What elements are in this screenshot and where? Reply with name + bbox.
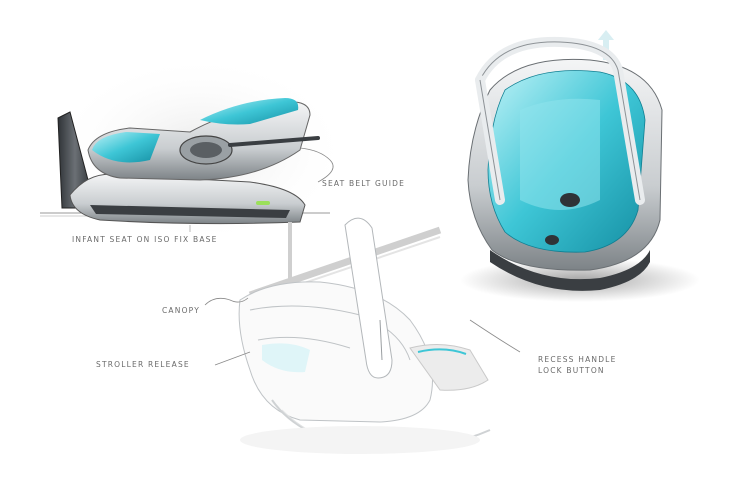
- car-seat-perspective-view: [460, 30, 700, 302]
- label-infant-seat-base: Infant seat on iso fix base: [72, 235, 218, 244]
- leader-lines: [204, 297, 521, 366]
- label-stroller-release: Stroller release: [96, 360, 190, 369]
- car-seat-side-view: [40, 55, 350, 245]
- label-seat-belt-guide: Seat belt guide: [322, 179, 406, 188]
- label-canopy: Canopy: [162, 306, 201, 315]
- car-seat-sketch-view: [238, 217, 491, 454]
- label-recess-handle-lock-button: Recess handle lock button: [538, 355, 617, 375]
